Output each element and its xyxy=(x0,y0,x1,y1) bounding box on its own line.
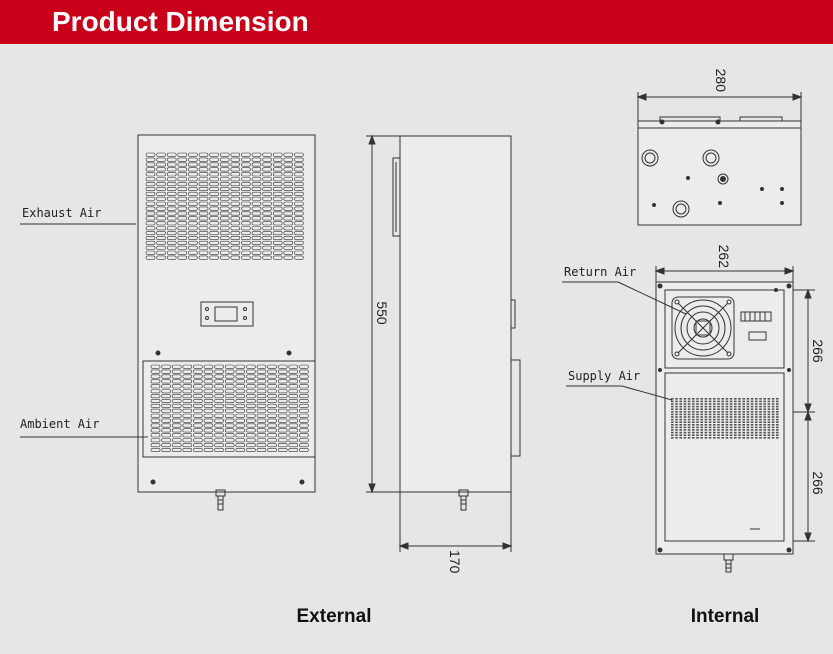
ambient-air-label: Ambient Air xyxy=(20,417,99,431)
terminal-block xyxy=(740,311,772,322)
external-caption: External xyxy=(297,606,372,627)
return-air-fan xyxy=(671,296,735,360)
upper-height-dimension: 266 xyxy=(810,339,826,363)
controller-display xyxy=(200,301,254,327)
exhaust-grille xyxy=(145,152,304,260)
header-banner: Product Dimension xyxy=(0,0,833,44)
internal-top-view xyxy=(636,92,803,226)
ambient-grille xyxy=(150,364,309,452)
internal-caption: Internal xyxy=(691,606,760,627)
top-width-dimension: 280 xyxy=(713,69,729,93)
return-air-label: Return Air xyxy=(564,265,636,279)
depth-dimension: 170 xyxy=(447,550,463,574)
height-dimension: 550 xyxy=(374,301,390,325)
external-side-view xyxy=(366,134,521,552)
supply-air-label: Supply Air xyxy=(568,369,640,383)
internal-width-dimension: 262 xyxy=(716,245,732,269)
lower-height-dimension: 266 xyxy=(810,471,826,495)
page-title: Product Dimension xyxy=(52,6,309,37)
external-front-view xyxy=(20,134,316,511)
exhaust-air-label: Exhaust Air xyxy=(22,206,101,220)
internal-front-view xyxy=(562,266,815,573)
supply-air-grille xyxy=(671,398,779,439)
product-dimension-drawing: Exhaust Air Ambient Air 550 170 xyxy=(20,69,826,627)
connector xyxy=(748,331,767,341)
